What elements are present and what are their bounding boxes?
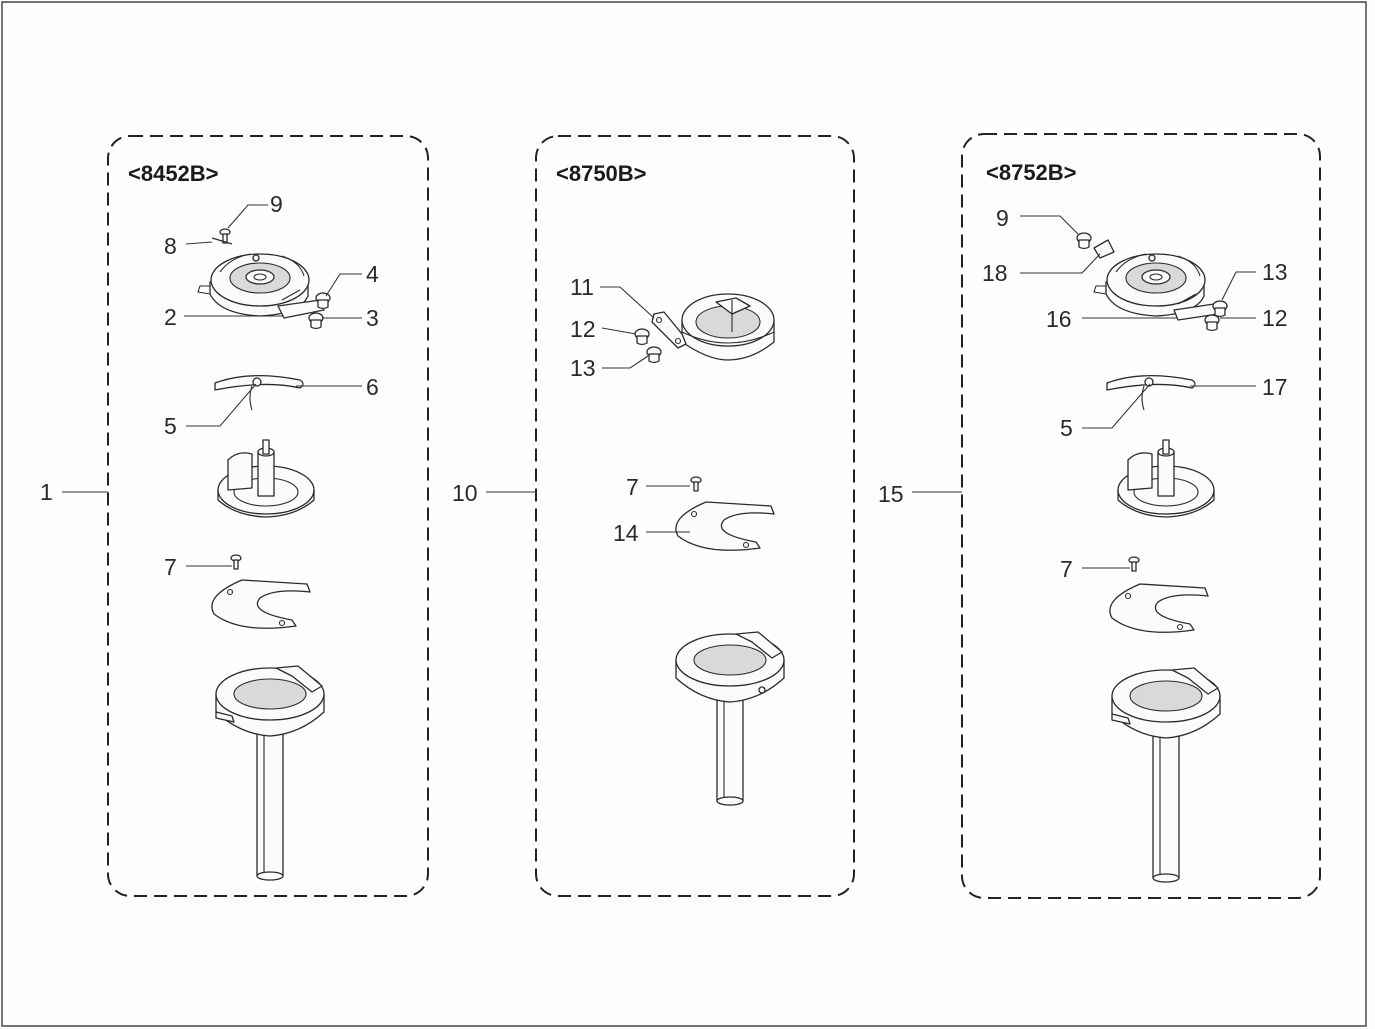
callout: 17 [1190,374,1288,400]
callout: 13 [1221,259,1288,301]
callout-number: 9 [270,191,283,217]
callout-number: 14 [613,520,639,546]
callout-number: 18 [982,260,1008,286]
callout-number: 12 [1262,305,1288,331]
assembly-number: 1 [40,479,53,505]
assembly-number: 15 [878,481,904,507]
callout: 3 [322,305,379,331]
callout: 7 [164,554,232,580]
callout: 5 [164,383,257,439]
spring-part [1106,375,1196,411]
model-label: <8752B> [986,160,1077,185]
screw-part [1076,232,1092,250]
model-label: <8452B> [128,161,219,186]
callout: 16 [1046,306,1178,332]
callout-number: 7 [164,554,177,580]
callout-number: 13 [1262,259,1288,285]
callout: 12 [1220,305,1288,331]
panel-8750b: <8750B> 10 11 12 13 7 14 [452,135,855,897]
callout-number: 12 [570,316,596,342]
bobbin-case-part [681,293,775,361]
panel-8752b: <8752B> 15 9 18 13 [878,133,1321,899]
screw-part [646,346,662,364]
panel-border [961,133,1321,899]
c-ring-part [211,579,311,629]
callout: 7 [626,474,690,500]
c-ring-part [675,501,775,551]
callout: 7 [1060,556,1130,582]
callout: 2 [164,304,284,330]
spring-part [214,375,304,411]
callout-number: 11 [570,274,594,300]
callout: 6 [296,374,379,400]
screw-part [1212,300,1228,318]
callout-number: 2 [164,304,177,330]
assembly-number: 10 [452,480,478,506]
callout: 8 [164,233,213,259]
panel-border [107,135,429,897]
callout-number: 5 [164,413,177,439]
callout-number: 4 [366,261,379,287]
callout: 9 [227,191,283,229]
callout: 4 [325,261,379,297]
screw-part [315,292,331,310]
washer-part [211,237,233,245]
callout-number: 16 [1046,306,1072,332]
callout-number: 5 [1060,415,1073,441]
latch-part [277,289,325,319]
rotary-hook-part [675,631,785,806]
washer-part [1093,239,1115,259]
callout: 12 [570,316,637,342]
screw-part [634,328,650,346]
screw-part [1204,314,1220,332]
lever-part [651,311,687,349]
screw-part [690,476,702,492]
holder-part [217,439,315,518]
rotary-hook-part [1111,667,1221,883]
callout-number: 9 [996,205,1009,231]
c-ring-part [1109,583,1209,633]
screw-part [230,554,242,570]
callout-number: 7 [1060,556,1073,582]
callout: 13 [570,355,649,381]
panel-8452b: <8452B> 1 9 8 4 2 [40,135,429,897]
callout: 5 [1060,383,1151,441]
rotary-hook-part [215,665,325,881]
callout-number: 7 [626,474,639,500]
callout: 18 [982,253,1101,286]
callout-number: 6 [366,374,379,400]
bobbin-case-part [1093,253,1206,317]
callout-number: 8 [164,233,177,259]
callout-number: 17 [1262,374,1288,400]
screw-part [1128,556,1140,572]
callout-number: 3 [366,305,379,331]
callout: 11 [570,274,655,319]
screw-part [308,312,324,330]
holder-part [1117,439,1215,518]
callout: 14 [613,520,690,546]
callout-number: 13 [570,355,596,381]
callout: 9 [996,205,1079,235]
panel-border [535,135,855,897]
model-label: <8750B> [556,161,647,186]
